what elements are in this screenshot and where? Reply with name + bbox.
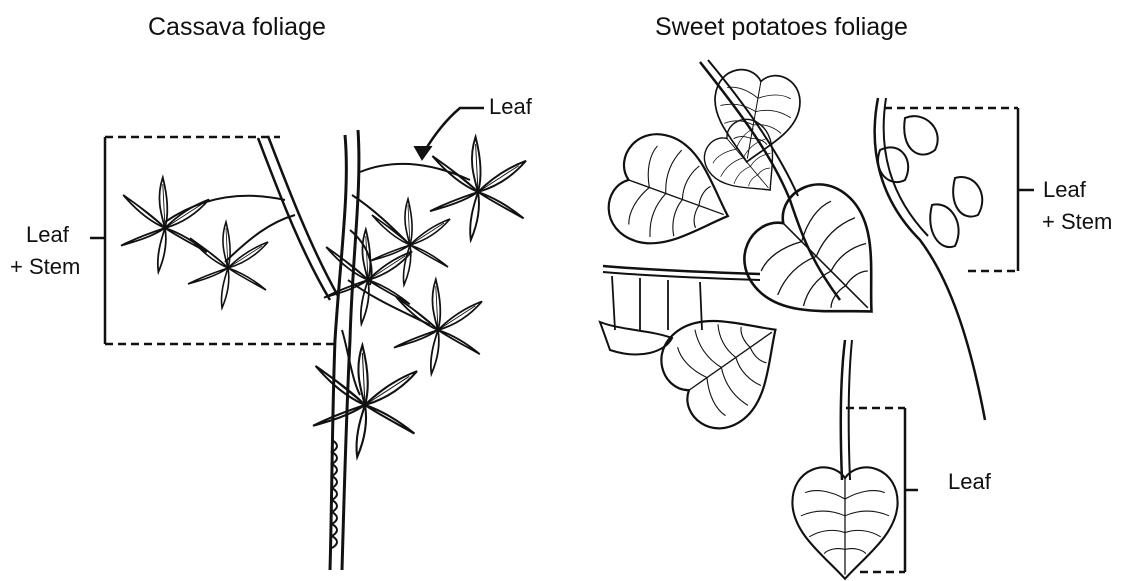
- sweet-potato-leaf-bracket: [846, 408, 918, 572]
- sweet-potato-leaf-stem-bracket: [884, 108, 1034, 271]
- sweet-potato-plant-illustration: [599, 60, 985, 579]
- cassava-leaf-stem-bracket: [90, 137, 334, 344]
- cassava-plant-illustration: [121, 130, 526, 570]
- cassava-leaf-pointer: [414, 108, 484, 160]
